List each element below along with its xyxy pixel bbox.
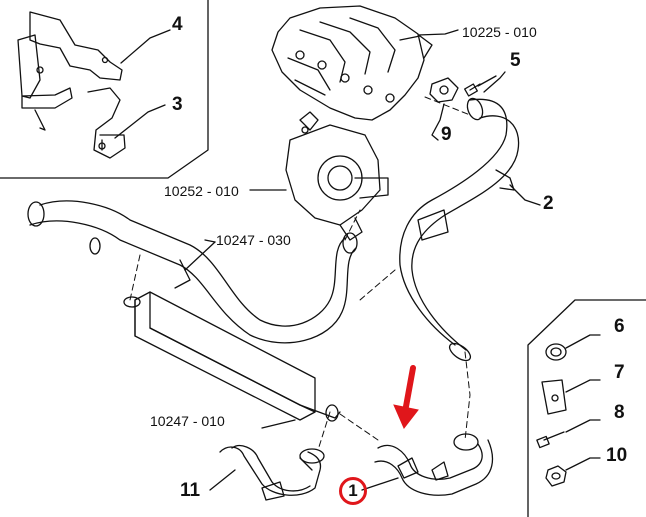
leader-11 <box>209 469 236 491</box>
callout-3: 3 <box>172 94 183 115</box>
leader-10247-030-b <box>184 241 216 271</box>
code-intercooler: 10247 - 010 <box>150 413 225 429</box>
bolt-part-8 <box>536 431 565 449</box>
leader-2 <box>509 184 541 206</box>
bolt-part-5 <box>464 75 497 97</box>
pipe-10247-030 <box>27 200 358 344</box>
highlight-arrow <box>393 365 419 429</box>
callout-4: 4 <box>172 14 183 35</box>
callout-6: 6 <box>614 316 625 337</box>
leader-3 <box>114 104 166 139</box>
callout-7: 7 <box>614 362 625 383</box>
leader-1 <box>361 477 399 491</box>
leader-4 <box>120 29 171 64</box>
callout-11: 11 <box>180 480 201 501</box>
nut-part-6 <box>545 343 567 361</box>
callout-1-highlighted: 1 <box>339 477 367 505</box>
intake-manifold-drawing <box>271 5 433 121</box>
bracket-part-3 <box>87 87 126 159</box>
leader-7 <box>565 379 601 393</box>
leader-10 <box>565 457 601 471</box>
callout-2: 2 <box>543 193 554 214</box>
callout-5: 5 <box>510 50 521 71</box>
code-turbocharger: 10252 - 010 <box>164 183 239 199</box>
bracket-part-4 <box>17 11 123 131</box>
leader-8 <box>565 419 601 433</box>
connector-lines <box>129 96 471 451</box>
leader-9 <box>431 103 445 141</box>
nut-part-10 <box>545 465 567 487</box>
leader-10247-010 <box>261 419 296 429</box>
leader-5 <box>483 71 506 93</box>
callout-10: 10 <box>606 445 628 466</box>
hose-part-1 <box>374 433 494 496</box>
leader-10225 <box>417 29 459 36</box>
leader-6 <box>565 334 601 349</box>
hose-part-11 <box>219 444 325 501</box>
inset-box-right <box>527 299 646 517</box>
callout-8: 8 <box>614 402 625 423</box>
clip-part-7 <box>541 379 567 415</box>
inset-box-top-left <box>0 0 209 179</box>
hose-part-2 <box>399 97 520 362</box>
callout-9: 9 <box>441 124 452 145</box>
intercooler-drawing <box>123 291 341 422</box>
gasket-part-9 <box>429 77 459 103</box>
turbocharger-drawing <box>285 111 389 241</box>
leader-10247-030 <box>204 239 216 243</box>
code-intake-manifold: 10225 - 010 <box>462 24 537 40</box>
code-intercooler-pipe: 10247 - 030 <box>216 232 291 248</box>
